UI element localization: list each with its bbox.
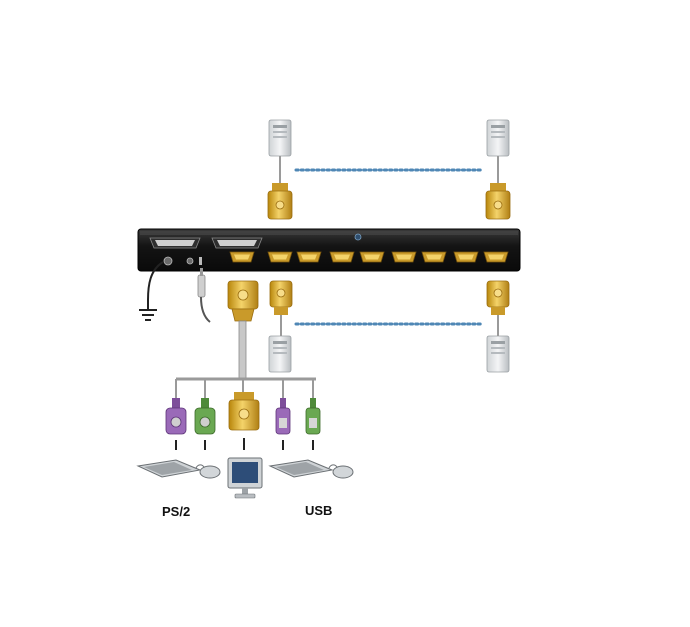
vga-connector-icon	[267, 183, 293, 220]
vga-port-9	[483, 251, 509, 263]
vga-port-6	[391, 251, 417, 263]
usb-plug-icon	[305, 398, 321, 435]
vga-connector-icon	[228, 392, 260, 431]
computer-icon	[268, 119, 292, 157]
vga-port-7	[421, 251, 447, 263]
vga-connector-icon	[485, 183, 511, 220]
vga-connector-icon	[269, 280, 293, 315]
vga-port-2	[267, 251, 293, 263]
audio-jack	[199, 257, 202, 265]
ground-icon	[139, 261, 164, 321]
computer-icon	[486, 335, 510, 373]
keyboard-icon	[136, 459, 202, 478]
db25-port	[211, 237, 263, 249]
audio-jack	[186, 257, 194, 265]
computer-icon	[268, 335, 292, 373]
vga-port-4	[329, 251, 355, 263]
monitor-icon	[227, 457, 263, 499]
usb-label: USB	[305, 503, 333, 518]
ps2-label: PS/2	[162, 504, 191, 519]
ps2-plug-icon	[194, 398, 216, 435]
vga-port-5	[359, 251, 385, 263]
drop-lines	[175, 438, 314, 450]
ground-terminal	[163, 256, 173, 266]
db25-port	[149, 237, 201, 249]
keyboard-icon	[268, 459, 334, 478]
vga-connector-icon	[486, 280, 510, 315]
vga-port-1	[229, 251, 255, 263]
mouse-icon	[195, 464, 221, 479]
computer-icon	[486, 119, 510, 157]
status-led	[354, 233, 362, 241]
console-cable	[175, 320, 316, 400]
ps2-plug-icon	[165, 398, 187, 435]
kvm-switch	[137, 228, 521, 272]
vga-port-8	[453, 251, 479, 263]
mouse-icon	[328, 464, 354, 479]
audio-plug-icon	[197, 268, 211, 323]
usb-plug-icon	[275, 398, 291, 435]
vga-connector-icon	[227, 280, 259, 322]
vga-port-3	[296, 251, 322, 263]
